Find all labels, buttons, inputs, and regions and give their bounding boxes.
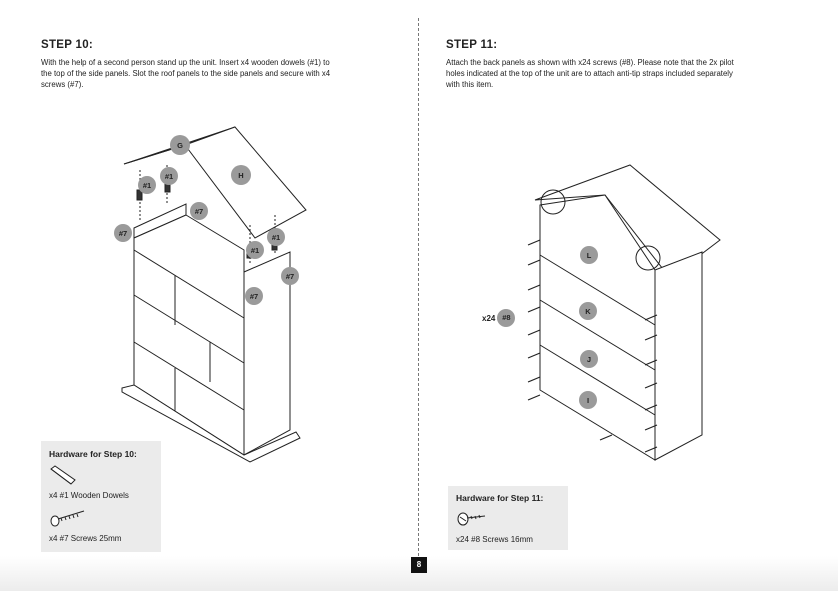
hardware-item-screws-25mm: x4 #7 Screws 25mm xyxy=(49,534,122,543)
callout-j: J xyxy=(580,350,598,368)
screw-16mm-icon xyxy=(457,512,486,526)
svg-text:H: H xyxy=(238,171,243,180)
screw-quantity: x24 xyxy=(482,313,496,323)
page-divider xyxy=(418,18,419,556)
callout-dowel-1c: #1 xyxy=(246,241,264,259)
hardware-box-step-11: Hardware for Step 11: x24 #8 Screws 16mm xyxy=(448,486,568,550)
step-10-line-3: screws (#7). xyxy=(41,80,84,89)
wooden-dowel-icon xyxy=(50,465,76,485)
hardware-title-step-10: Hardware for Step 10: xyxy=(49,449,137,459)
bookcase-body xyxy=(133,214,245,456)
page-number: 8 xyxy=(411,557,427,573)
svg-text:L: L xyxy=(587,251,592,260)
svg-text:#7: #7 xyxy=(286,272,294,281)
callout-dowel-1d: #1 xyxy=(267,228,285,246)
callout-i: I xyxy=(579,391,597,409)
svg-text:#7: #7 xyxy=(119,229,127,238)
svg-text:#1: #1 xyxy=(143,181,151,190)
callout-k: K xyxy=(579,302,597,320)
step-10-diagram: G H #1 #1 #1 #1 #7 #7 #7 #7 xyxy=(114,126,307,463)
step-10-line-2: the top of the side panels. Slot the roo… xyxy=(41,69,331,78)
screw-25mm-icon xyxy=(50,510,85,527)
svg-text:#1: #1 xyxy=(165,172,173,181)
step-10-title: STEP 10: xyxy=(41,39,94,51)
callout-dowel-1a: #1 xyxy=(138,176,156,194)
svg-text:#7: #7 xyxy=(195,207,203,216)
screw-8-badge: #8 xyxy=(497,309,516,327)
hardware-title-step-11: Hardware for Step 11: xyxy=(456,493,544,503)
pilot-hole-left xyxy=(540,189,566,215)
hardware-box-step-10: Hardware for Step 10: x4 #1 Wooden Dowel… xyxy=(41,441,161,552)
callout-l: L xyxy=(580,246,598,264)
callout-screw-7b: #7 xyxy=(190,202,208,220)
side-panel xyxy=(654,251,703,461)
callout-dowel-1b: #1 xyxy=(160,167,178,185)
callout-screw-7d: #7 xyxy=(245,287,263,305)
svg-text:I: I xyxy=(587,396,589,405)
callout-h: H xyxy=(231,165,251,185)
callout-g: G xyxy=(170,135,190,155)
step-11-line-3: with this item. xyxy=(446,80,494,89)
step-11-line-2: holes indicated at the top of the unit a… xyxy=(446,69,733,78)
svg-text:G: G xyxy=(177,141,183,150)
svg-text:#1: #1 xyxy=(251,246,259,255)
callout-screw-7a: #7 xyxy=(114,224,132,242)
hardware-item-screws-16mm: x24 #8 Screws 16mm xyxy=(456,535,533,544)
step-11-title: STEP 11: xyxy=(446,39,498,51)
hardware-item-dowels: x4 #1 Wooden Dowels xyxy=(49,491,129,500)
right-side-panel xyxy=(243,251,291,456)
svg-text:#1: #1 xyxy=(272,233,280,242)
callout-screw-7c: #7 xyxy=(281,267,299,285)
step-10-line-1: With the help of a second person stand u… xyxy=(41,58,330,67)
step-11-diagram: L K J I xyxy=(527,164,721,461)
svg-text:K: K xyxy=(585,307,591,316)
step-11-line-1: Attach the back panels as shown with x24… xyxy=(446,58,734,67)
step-10-instructions: With the help of a second person stand u… xyxy=(41,57,401,90)
step-11-instructions: Attach the back panels as shown with x24… xyxy=(446,57,816,90)
screw-quantity-callout: x24 #8 xyxy=(482,309,516,327)
svg-text:#7: #7 xyxy=(250,292,258,301)
pilot-hole-right xyxy=(635,245,661,271)
svg-text:J: J xyxy=(587,355,591,364)
